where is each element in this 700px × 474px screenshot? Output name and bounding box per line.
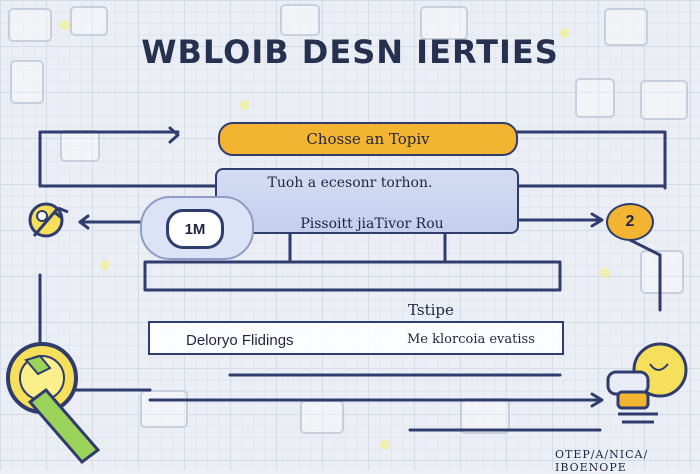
- choose-topic-label: Chosse an Topiv: [306, 130, 430, 148]
- findings-box: [148, 321, 564, 355]
- background-tile: [8, 8, 52, 42]
- footer-caption: OTEP/A/NICA/ IBOENOPE: [555, 448, 649, 474]
- background-dot: [100, 260, 110, 270]
- research-question-panel: [215, 168, 519, 234]
- panel-line-2: Pissoitt jiaTivor Rou: [300, 216, 444, 232]
- background-tile: [140, 390, 188, 428]
- choose-topic-node: Chosse an Topiv: [218, 122, 518, 156]
- background-tile: [640, 80, 688, 120]
- background-dot: [380, 440, 390, 450]
- background-dot: [240, 100, 250, 110]
- magnifier-icon: [6, 342, 101, 465]
- background-tile: [70, 6, 108, 36]
- background-dot: [600, 268, 610, 278]
- background-tile: [420, 6, 468, 40]
- panel-line-1: Tuoh a ecesonr torhon.: [267, 175, 433, 191]
- lightbulb-icon: [606, 342, 688, 424]
- step-badge-text: 1M: [184, 220, 206, 238]
- diagram-title: WBLOIB DESN IERTIES: [141, 33, 559, 71]
- background-tile: [575, 78, 615, 118]
- background-tile: [640, 250, 684, 294]
- number-badge: 2: [606, 203, 654, 241]
- background-dot: [560, 28, 570, 38]
- background-tile: [10, 60, 44, 104]
- number-badge-text: 2: [625, 213, 635, 230]
- background-dot: [60, 20, 70, 30]
- background-tile: [604, 8, 648, 46]
- findings-left-label: Deloryo Flidings: [186, 332, 294, 349]
- key-icon: [28, 202, 69, 238]
- findings-right-label: Me klorcoia evatiss: [407, 332, 535, 347]
- step-badge: 1M: [166, 209, 224, 249]
- mid-label: Tstipe: [408, 301, 454, 319]
- background-tile: [280, 4, 320, 36]
